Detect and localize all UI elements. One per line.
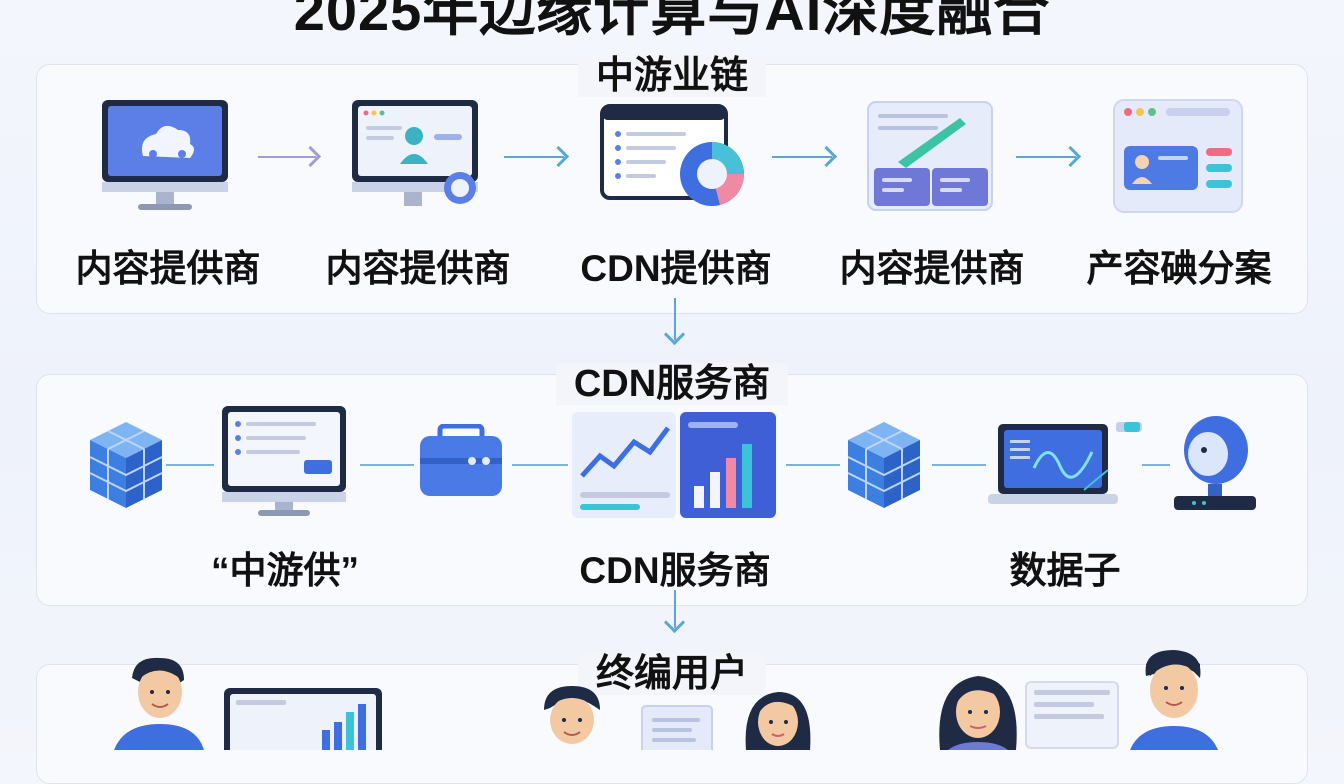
dashboard-screen-icon	[1025, 681, 1119, 749]
chart-dashboard-icon	[572, 412, 776, 518]
end-user-header: 终编用户	[0, 642, 1344, 697]
woman-icon	[939, 676, 1017, 750]
stage-label: 数据子	[1009, 550, 1121, 591]
flow-arrow	[258, 156, 316, 158]
monitor-user-icon	[352, 100, 478, 206]
flow-down-arrow	[674, 298, 676, 340]
monitor-list-icon	[222, 406, 346, 516]
stage-label: 产容碘分案	[1086, 248, 1272, 289]
connector-line	[360, 464, 414, 466]
stage-label: CDN提供商	[580, 248, 772, 289]
person-icon	[114, 657, 204, 750]
cdn-header: CDN服务商	[0, 352, 1344, 407]
browser-profile-icon	[1113, 99, 1243, 213]
flow-arrow	[1016, 156, 1076, 158]
stage-label: “中游供”	[211, 550, 359, 591]
server-box-icon	[420, 424, 502, 496]
connector-line	[932, 464, 986, 466]
dashboard-screen-icon	[224, 688, 382, 750]
stage-label: 内容提供商	[325, 248, 511, 289]
person-icon	[1130, 650, 1218, 750]
connector-line	[512, 464, 568, 466]
flow-down-arrow	[674, 590, 676, 628]
flow-arrow	[504, 156, 564, 158]
flow-arrow	[772, 156, 832, 158]
laptop-graph-icon	[988, 422, 1142, 504]
editor-pen-icon	[867, 101, 993, 211]
person-icon	[544, 686, 600, 744]
stage-label: 内容提供商	[839, 248, 1025, 289]
monitor-cloud-icon	[102, 100, 228, 210]
woman-icon	[745, 692, 811, 750]
stage-label: CDN服务商	[579, 550, 771, 591]
robot-head-icon	[1174, 416, 1256, 510]
analytics-donut-icon	[600, 104, 744, 206]
connector-line	[1142, 464, 1170, 466]
stage-label: 内容提供商	[75, 248, 261, 289]
cube-icon	[89, 422, 163, 508]
cube-icon	[847, 422, 921, 508]
document-icon	[641, 705, 713, 750]
upstream-header: 中游业链	[0, 44, 1344, 99]
page-title: 2025年边缘计算与AI深度融合	[293, 0, 1051, 42]
connector-line	[786, 464, 840, 466]
connector-line	[166, 464, 214, 466]
